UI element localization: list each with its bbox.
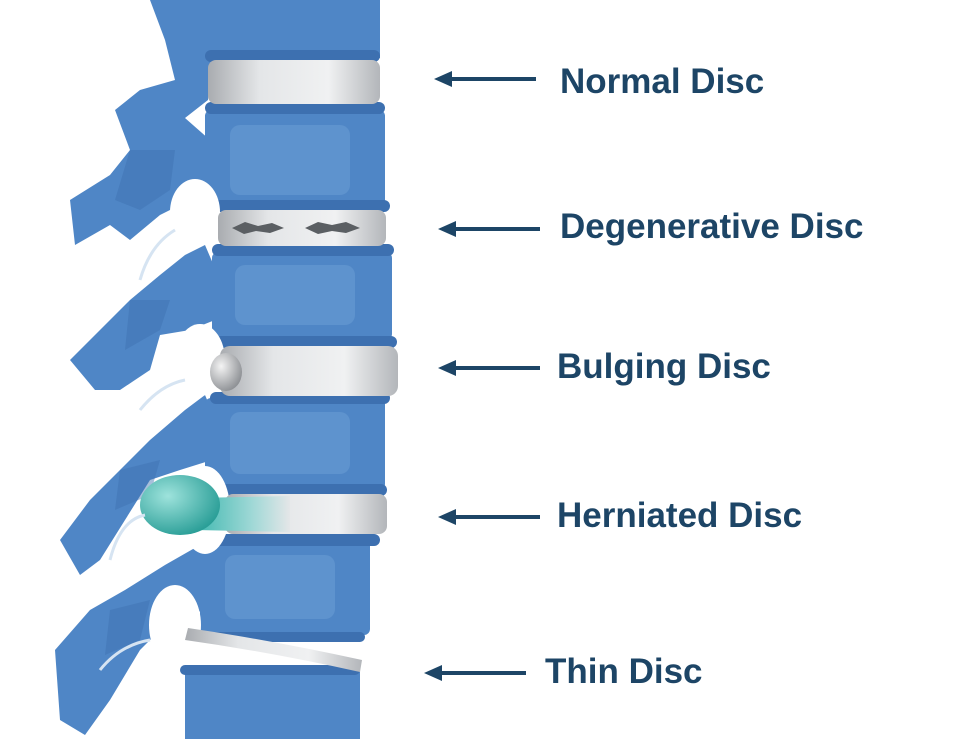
arrow-bulging [438,360,540,376]
vertebra-6 [185,670,360,739]
arrow-herniated [438,509,540,525]
vertebral-bodies [180,0,397,739]
nerve-lines [98,228,186,671]
degeneration-crack-2 [305,222,360,234]
label-normal-disc: Normal Disc [560,62,765,101]
label-thin-disc: Thin Disc [545,652,703,691]
label-degenerative-disc: Degenerative Disc [560,207,864,246]
arrow-degenerative [438,221,540,237]
foramen-1 [170,179,220,245]
herniated-disc [140,475,387,535]
arrows [424,71,540,681]
process-1 [70,0,215,245]
label-herniated-disc: Herniated Disc [557,496,803,535]
thin-disc [185,628,362,672]
degeneration-crack-1 [232,222,284,234]
discs [140,60,398,672]
process-2 [70,245,220,390]
normal-disc [208,60,380,104]
vertebra-1 [200,0,380,58]
foramen-4 [149,585,201,665]
bulging-disc [210,346,398,396]
process-3 [60,395,220,575]
disc-bulge [210,353,242,391]
degenerative-disc [218,210,386,246]
arrow-thin [424,665,526,681]
label-bulging-disc: Bulging Disc [557,347,771,386]
herniation-bulb [140,475,220,535]
arrow-normal [434,71,536,87]
